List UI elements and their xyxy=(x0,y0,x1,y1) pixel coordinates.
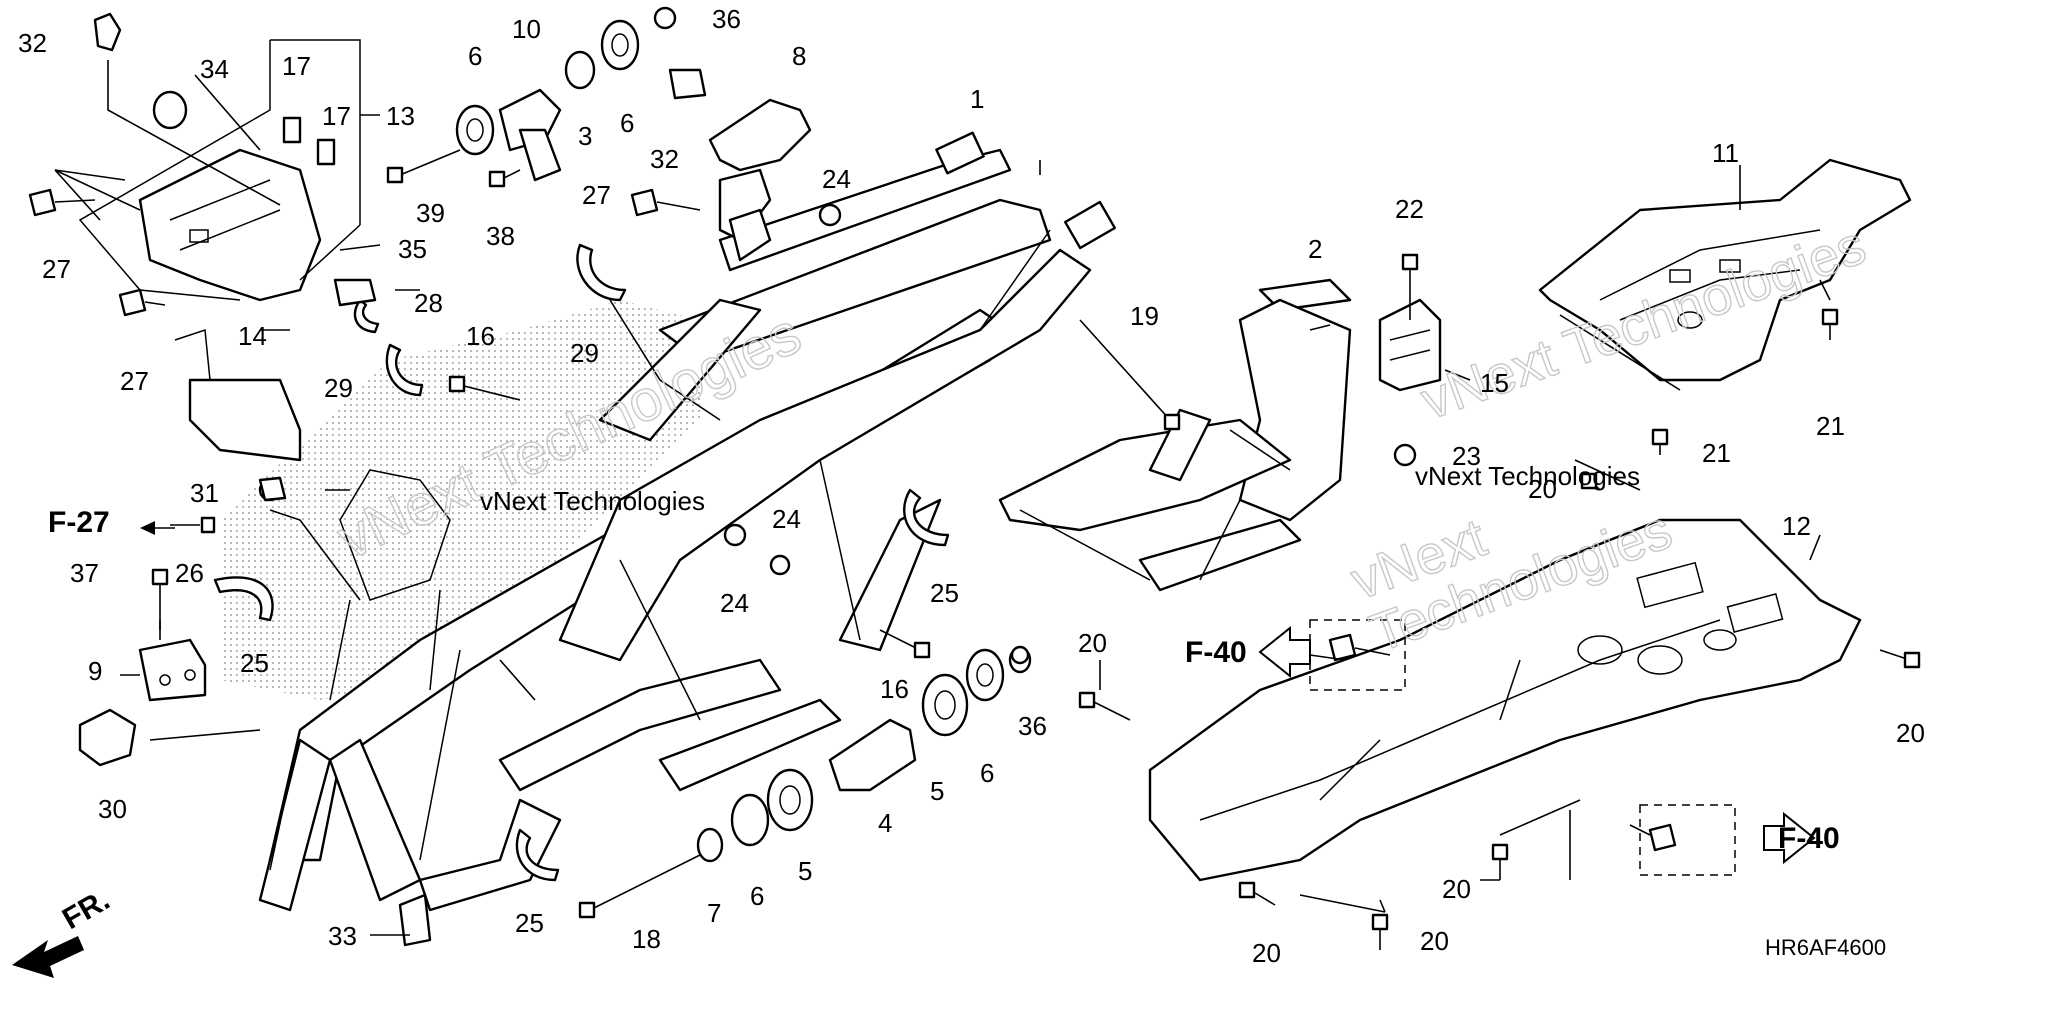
mount-bracket xyxy=(1378,298,1442,392)
callout[interactable]: 9 xyxy=(88,656,102,686)
callout[interactable]: 18 xyxy=(632,924,661,954)
bearing-parts xyxy=(78,19,1032,863)
callout[interactable]: 34 xyxy=(200,54,229,84)
skid-guard-lower xyxy=(1148,518,1862,882)
callout[interactable]: 20 xyxy=(1528,474,1557,504)
callout[interactable]: 32 xyxy=(650,144,679,174)
callout[interactable]: 39 xyxy=(416,198,445,228)
callout[interactable]: 10 xyxy=(512,14,541,44)
watermark-text-small: vNext Technologies xyxy=(480,486,705,516)
callout[interactable]: 25 xyxy=(930,578,959,608)
front-direction-label: FR. xyxy=(57,883,115,936)
callout[interactable]: 25 xyxy=(515,908,544,938)
callout[interactable]: 26 xyxy=(175,558,204,588)
callout[interactable]: 8 xyxy=(792,41,806,71)
bracket-upper xyxy=(708,98,812,262)
callout[interactable]: 16 xyxy=(466,321,495,351)
callout[interactable]: 11 xyxy=(1712,138,1739,168)
callout[interactable]: 2 xyxy=(1308,234,1322,264)
bracket-small xyxy=(138,638,207,702)
callout[interactable]: 5 xyxy=(798,856,812,886)
bracket-13-bounding xyxy=(78,39,361,301)
callout[interactable]: 21 xyxy=(1816,411,1845,441)
callouts: 32 34 17 17 13 10 6 3 6 36 8 32 39 38 35… xyxy=(18,4,1925,968)
callout[interactable]: 27 xyxy=(120,366,149,396)
callout[interactable]: 12 xyxy=(1782,511,1811,541)
callout[interactable]: 6 xyxy=(750,881,764,911)
callout[interactable]: 20 xyxy=(1078,628,1107,658)
callout[interactable]: 6 xyxy=(468,41,482,71)
callout[interactable]: 6 xyxy=(980,758,994,788)
callout[interactable]: 17 xyxy=(282,51,311,81)
callout[interactable]: 20 xyxy=(1252,938,1281,968)
main-frame xyxy=(258,131,1117,912)
callout[interactable]: 1 xyxy=(970,84,984,114)
callout[interactable]: 30 xyxy=(98,794,127,824)
callout[interactable]: 23 xyxy=(1452,441,1481,471)
reference-f40-left[interactable]: F-40 xyxy=(1185,636,1247,669)
callout[interactable]: 38 xyxy=(486,221,515,251)
push-rivets xyxy=(28,188,1677,852)
callout[interactable]: 31 xyxy=(190,478,219,508)
callout[interactable]: 15 xyxy=(1480,368,1509,398)
callout[interactable]: 13 xyxy=(386,101,415,131)
reference-f27[interactable]: F-27 xyxy=(48,506,110,539)
callout[interactable]: 22 xyxy=(1395,194,1424,224)
skid-guard-upper xyxy=(1538,158,1912,382)
bolts xyxy=(151,149,1921,950)
reference-f40-right[interactable]: F-40 xyxy=(1778,822,1840,855)
callout[interactable]: 4 xyxy=(878,808,892,838)
watermark-text-small-2: vNext Technologies xyxy=(1415,461,1640,491)
callout[interactable]: 14 xyxy=(238,321,267,351)
callout[interactable]: 21 xyxy=(1702,438,1731,468)
callout[interactable]: 29 xyxy=(324,373,353,403)
callout[interactable]: 20 xyxy=(1420,926,1449,956)
shaded-area-frame xyxy=(220,300,700,700)
callout[interactable]: 6 xyxy=(620,108,634,138)
callout[interactable]: 19 xyxy=(1130,301,1159,331)
front-direction-arrow xyxy=(12,936,84,978)
callout[interactable]: 35 xyxy=(398,234,427,264)
leader-lines xyxy=(54,60,1831,936)
callout[interactable]: 37 xyxy=(70,558,99,588)
callout[interactable]: 27 xyxy=(582,180,611,210)
callout[interactable]: 20 xyxy=(1896,718,1925,748)
callout[interactable]: 17 xyxy=(322,101,351,131)
callout[interactable]: 24 xyxy=(822,164,851,194)
callout[interactable]: 28 xyxy=(414,288,443,318)
bracket-plate xyxy=(174,328,302,462)
callout[interactable]: 27 xyxy=(42,254,71,284)
callout[interactable]: 24 xyxy=(720,588,749,618)
callout[interactable]: 32 xyxy=(18,28,47,58)
clips-and-bands xyxy=(93,12,950,947)
callout[interactable]: 16 xyxy=(880,674,909,704)
sub-frame xyxy=(998,278,1352,592)
callout[interactable]: 25 xyxy=(240,648,269,678)
callout[interactable]: 20 xyxy=(1442,874,1471,904)
diagram-code: HR6AF4600 xyxy=(1765,935,1886,960)
reference-arrows xyxy=(140,521,1816,865)
bracket-assembly xyxy=(138,116,336,302)
callout[interactable]: 5 xyxy=(930,776,944,806)
callout[interactable]: 36 xyxy=(712,4,741,34)
callout[interactable]: 7 xyxy=(707,898,721,928)
callout[interactable]: 36 xyxy=(1018,711,1047,741)
callout[interactable]: 3 xyxy=(578,121,592,151)
dashed-box-right xyxy=(1639,804,1736,876)
callout[interactable]: 33 xyxy=(328,921,357,951)
callout[interactable]: 29 xyxy=(570,338,599,368)
callout[interactable]: 24 xyxy=(772,504,801,534)
